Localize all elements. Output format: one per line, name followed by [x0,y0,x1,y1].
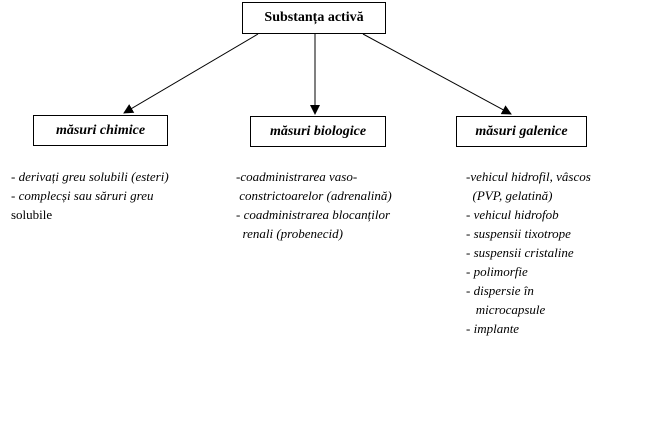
list-item: constrictoarelor (adrenalină) [236,188,392,203]
arrow-to-galenic [362,33,512,115]
chemical-measures-list: - derivați greu solubili (esteri) - comp… [11,167,169,224]
list-item: - suspensii cristaline [466,245,574,260]
node-biological-label: măsuri biologice [269,123,367,139]
arrow-to-chemical [123,33,259,114]
list-item: - complecși sau săruri greu [11,188,154,203]
list-item: - dispersie în [466,283,534,298]
list-item: -coadministrarea vaso- [236,169,358,184]
list-item: - implante [466,321,520,336]
list-item: solubile [11,207,53,222]
list-item: - suspensii tixotrope [466,226,571,241]
list-item: - coadministrarea blocanților [236,207,391,222]
root-node-active-substance: Substanța activă [242,2,386,34]
node-chemical-label: măsuri chimice [55,122,146,138]
list-item: - vehicul hidrofob [466,207,559,222]
node-biological-measures: măsuri biologice [250,116,386,147]
biological-measures-list: -coadministrarea vaso- constrictoarelor … [236,167,392,243]
root-node-label: Substanța activă [264,10,364,25]
list-item: microcapsule [466,302,546,317]
node-chemical-measures: măsuri chimice [33,115,168,146]
list-item: (PVP, gelatină) [466,188,553,203]
list-item: renali (probenecid) [236,226,343,241]
list-item: -vehicul hidrofil, vâscos [466,169,591,184]
node-galenic-label: măsuri galenice [475,123,568,139]
node-galenic-measures: măsuri galenice [456,116,587,147]
galenic-measures-list: -vehicul hidrofil, vâscos (PVP, gelatină… [466,167,591,338]
list-item: - polimorfie [466,264,528,279]
list-item: - derivați greu solubili (esteri) [11,169,169,184]
